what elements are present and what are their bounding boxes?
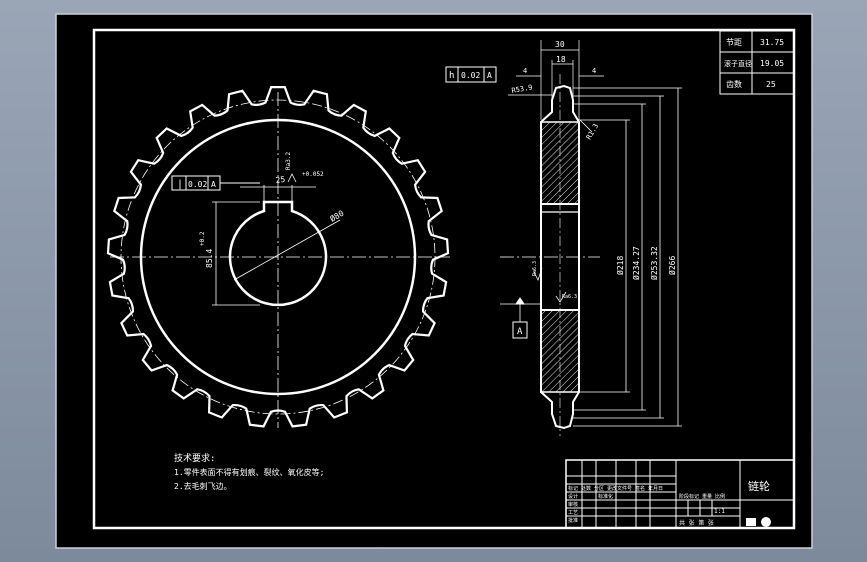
side-dia-pitch: Ø253.32 [649, 246, 659, 280]
title-scale: 1:1 [714, 508, 725, 515]
runout-datum: A [211, 180, 216, 189]
param-value-pitch: 31.75 [760, 38, 784, 47]
title-sheet-info: 共 张 第 张 [679, 519, 714, 527]
side-width-inner: 18 [556, 55, 566, 64]
title-block [565, 459, 795, 529]
title-label-standard: 标准化 [598, 493, 613, 500]
param-label-teeth: 齿数 [726, 79, 742, 89]
key-depth-tol: +0.2 [199, 231, 206, 246]
title-header-row: 标记 处数 分区 更改文件号 签名 年月日 [568, 485, 663, 492]
key-width-dim: 25 [275, 175, 286, 185]
sprocket-side-view [500, 40, 682, 436]
key-depth-dim: 85.4 [205, 249, 214, 268]
drawing-border [92, 28, 796, 530]
param-label-pitch: 节距 [726, 38, 742, 47]
flatness-datum: A [487, 71, 492, 80]
chain-parameter-table [719, 30, 795, 95]
flatness-tolerance-frame [445, 66, 497, 83]
flatness-symbol: h [449, 71, 454, 81]
notes-title: 技术要求: [174, 452, 215, 464]
notes-item-2: 2.去毛刺飞边。 [174, 481, 232, 491]
lower-section-outline [540, 310, 580, 430]
side-datum-label: A [517, 327, 523, 337]
title-part-name: 链轮 [748, 479, 770, 493]
title-label-process: 工艺 [568, 510, 578, 516]
param-value-roller: 19.05 [760, 59, 784, 68]
sprocket-tooth-profile [106, 86, 450, 428]
side-chamfer-left: 4 [523, 67, 527, 75]
bore-diameter-leader [233, 219, 341, 281]
company-logo [746, 517, 771, 527]
side-roughness-b: Ra6.3 [562, 294, 577, 300]
flatness-value: 0.02 [461, 71, 480, 80]
side-width-total: 30 [555, 40, 565, 49]
runout-tolerance-frame [171, 175, 260, 191]
param-value-teeth: 25 [766, 80, 776, 89]
key-width-tol: +0.052 [302, 171, 324, 178]
title-stage-labels: 阶段标记 重量 比例 [679, 493, 725, 500]
side-dia-hub: Ø218 [615, 256, 625, 275]
side-chamfer-right: 4 [592, 67, 596, 75]
side-roughness-a: Ra6.3 [532, 261, 538, 276]
side-radius-top: R53.9 [511, 83, 533, 95]
title-label-review: 审核 [568, 501, 578, 508]
keyway-roughness: Ra3.2 [285, 152, 292, 170]
title-label-design: 设计 [568, 493, 578, 500]
runout-symbol: | [177, 179, 183, 190]
sprocket-front-view [106, 86, 450, 428]
title-label-approve: 批准 [568, 517, 578, 524]
bore-with-keyway [228, 200, 328, 307]
drawing-background [55, 13, 813, 549]
notes-item-1: 1.零件表面不得有划痕、裂纹、氧化皮等; [174, 467, 324, 477]
side-dia-root: Ø234.27 [631, 246, 641, 280]
param-label-roller: 滚子直径 [724, 59, 752, 68]
upper-section-outline [540, 84, 580, 204]
runout-value: 0.02 [188, 180, 207, 189]
side-dia-outer: Ø266 [667, 256, 677, 275]
